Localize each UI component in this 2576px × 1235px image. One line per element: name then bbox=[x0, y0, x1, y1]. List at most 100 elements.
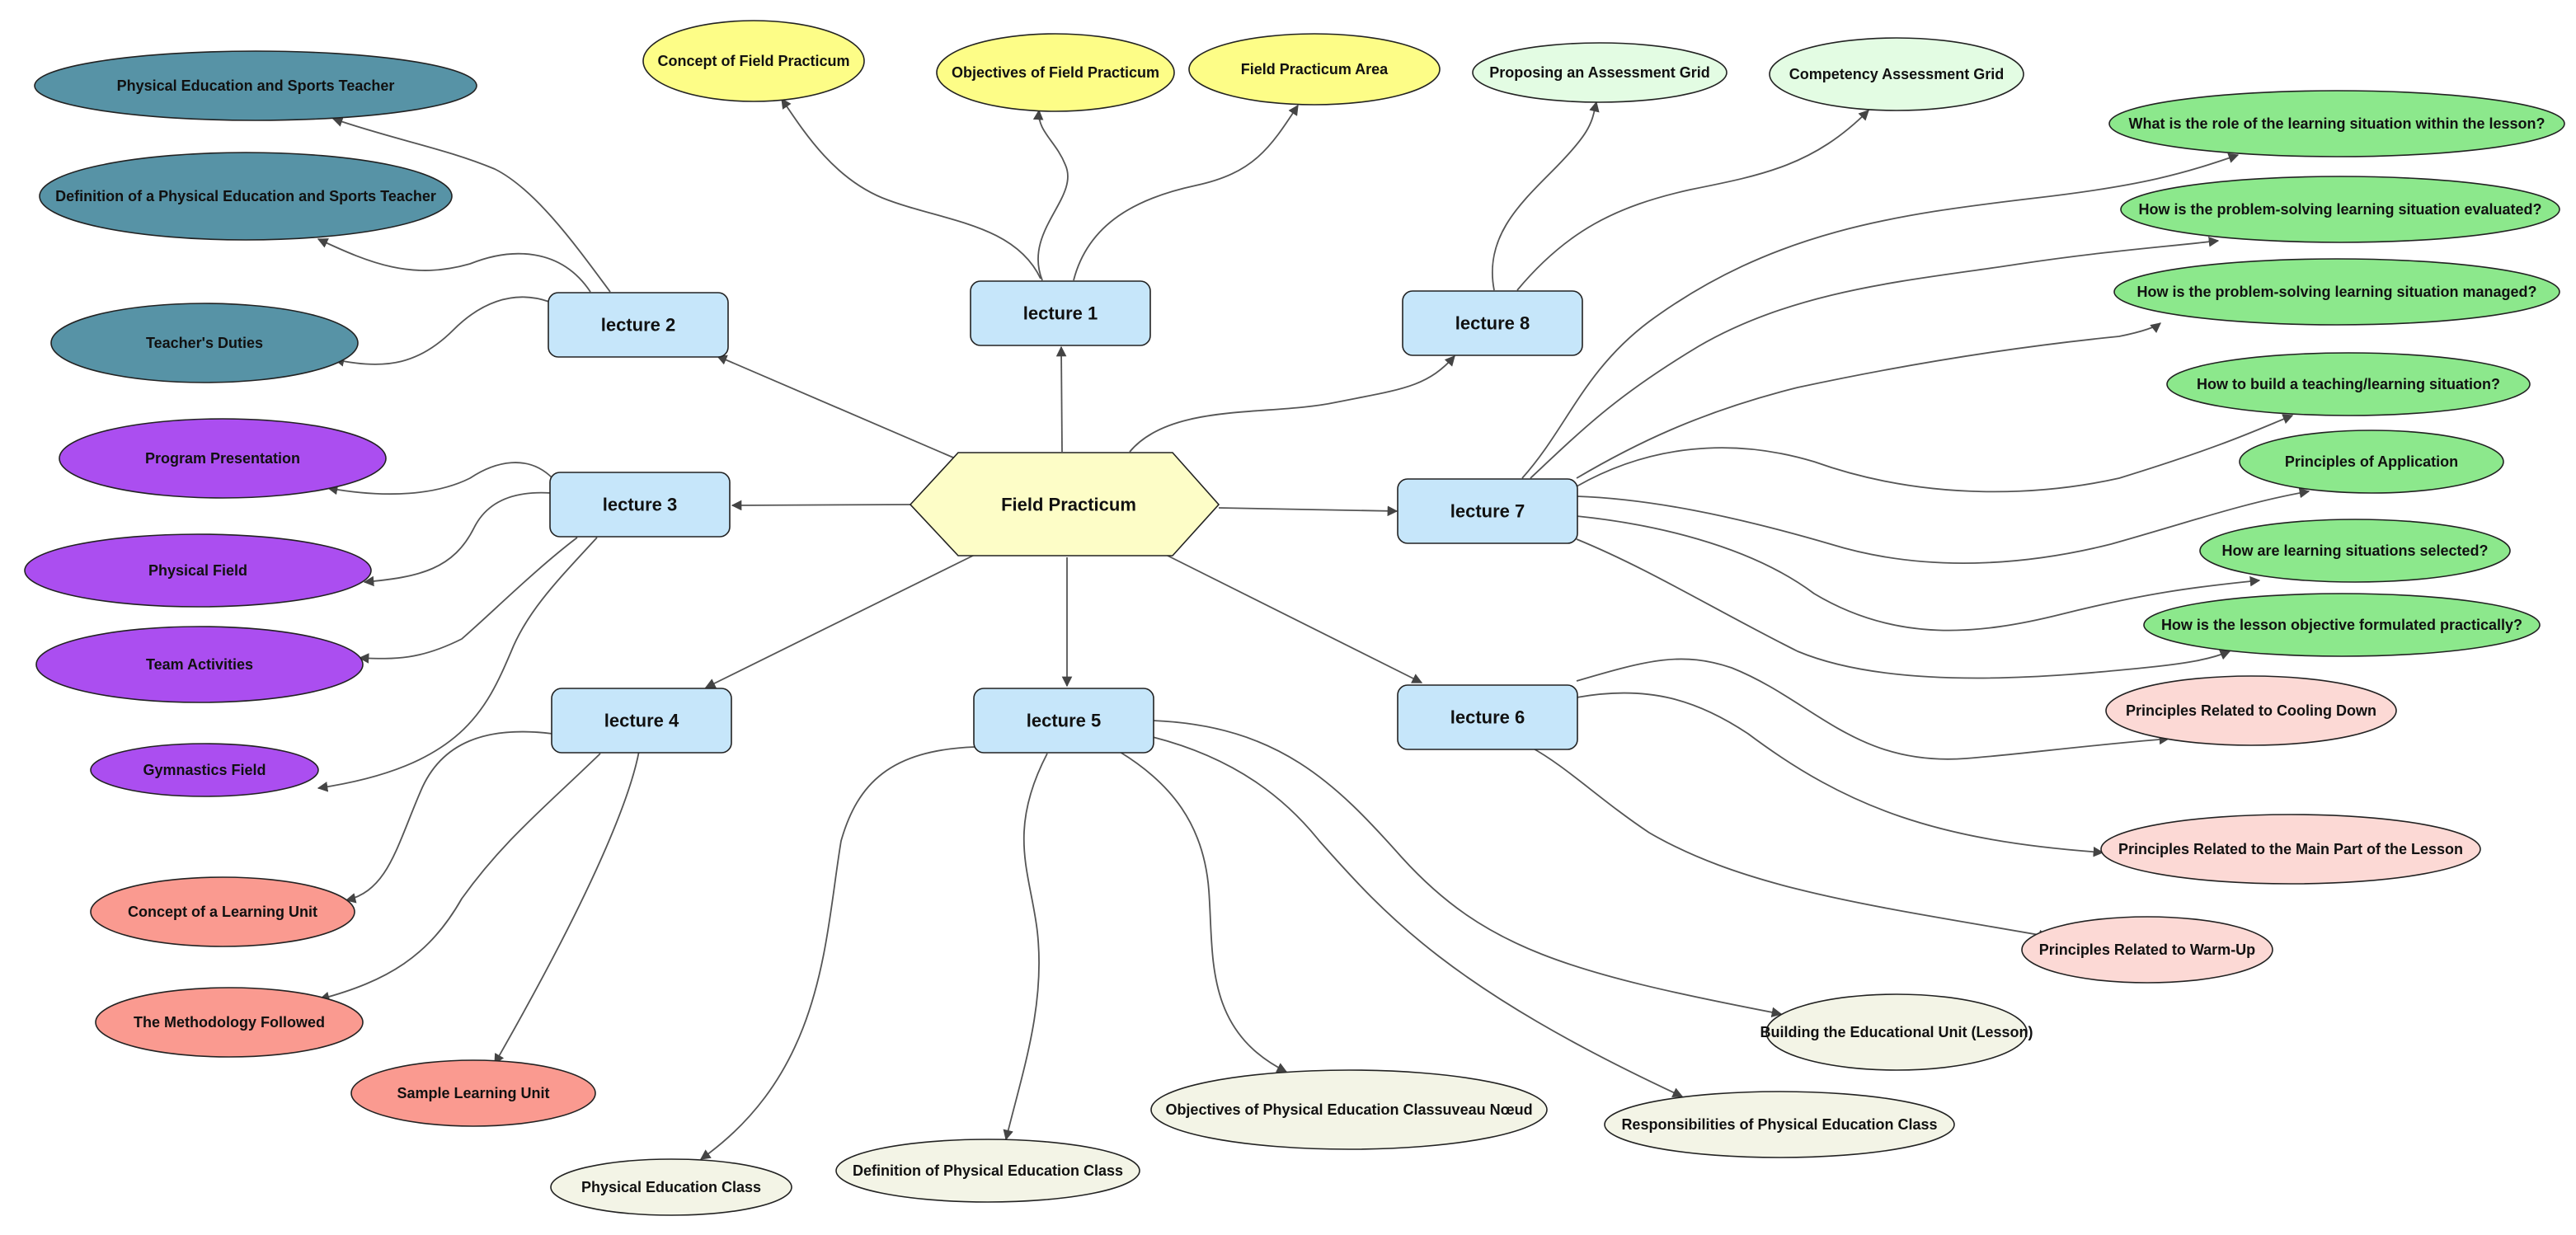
topic-label: Program Presentation bbox=[145, 450, 300, 467]
edge-lecture-7-child-3 bbox=[1576, 322, 2161, 479]
topic-node-definition-of-a-physical-education-and-s: Definition of a Physical Education and S… bbox=[39, 152, 453, 241]
topic-node-proposing-an-assessment-grid: Proposing an Assessment Grid bbox=[1472, 42, 1728, 103]
topic-label: Team Activities bbox=[146, 656, 253, 673]
topic-label: Concept of a Learning Unit bbox=[128, 904, 317, 920]
topic-label: Physical Education and Sports Teacher bbox=[117, 77, 395, 94]
topic-ellipse bbox=[2100, 814, 2481, 885]
topic-node-objectives-of-field-practicum: Objectives of Field Practicum bbox=[936, 33, 1175, 112]
edge-lecture-2-child-3 bbox=[333, 296, 550, 367]
topic-ellipse bbox=[2113, 258, 2560, 326]
topic-label: Proposing an Assessment Grid bbox=[1489, 64, 1709, 81]
topic-node-what-is-the-role-of-the-learning-situati: What is the role of the learning situati… bbox=[2108, 90, 2565, 157]
lecture-node-6: lecture 6 bbox=[1397, 684, 1578, 750]
center-node: Field Practicum bbox=[909, 452, 1220, 556]
edge-lecture-5-child-2 bbox=[1003, 753, 1048, 1141]
edge-lecture-3-child-4 bbox=[317, 537, 598, 792]
edge-lecture-3-child-3 bbox=[358, 537, 578, 664]
topic-node-field-practicum-area: Field Practicum Area bbox=[1188, 33, 1441, 106]
lecture-node-4: lecture 4 bbox=[551, 688, 732, 754]
topic-node-objectives-of-physical-education-classuv: Objectives of Physical Education Classuv… bbox=[1150, 1069, 1548, 1150]
topic-node-competency-assessment-grid: Competency Assessment Grid bbox=[1769, 37, 2024, 111]
topic-node-principles-related-to-warm-up: Principles Related to Warm-Up bbox=[2021, 916, 2273, 984]
lecture-label: lecture 6 bbox=[1450, 707, 1525, 728]
topic-node-physical-education-and-sports-teacher: Physical Education and Sports Teacher bbox=[34, 50, 477, 121]
topic-node-the-methodology-followed: The Methodology Followed bbox=[95, 987, 364, 1058]
edge-lecture-7-child-2 bbox=[1530, 237, 2220, 479]
edge-center-to-lecture-7 bbox=[1218, 505, 1398, 517]
topic-ellipse bbox=[835, 1139, 1140, 1203]
topic-node-how-is-the-problem-solving-learning-situ: How is the problem-solving learning situ… bbox=[2113, 258, 2560, 326]
edge-lecture-5-child-3 bbox=[1119, 751, 1288, 1073]
topic-ellipse bbox=[35, 626, 364, 703]
edge-lecture-2-child-1 bbox=[331, 116, 611, 293]
topic-label: Physical Field bbox=[148, 562, 247, 579]
topic-label: Principles Related to Warm-Up bbox=[2039, 942, 2255, 958]
topic-label: Principles Related to the Main Part of t… bbox=[2118, 841, 2463, 857]
edge-lecture-4-child-3 bbox=[494, 725, 642, 1065]
edge-lecture-3-child-2 bbox=[363, 491, 552, 587]
edge-center-to-lecture-6 bbox=[1157, 550, 1423, 683]
topic-node-physical-education-class: Physical Education Class bbox=[550, 1158, 792, 1216]
edge-lecture-6-child-3 bbox=[1530, 746, 2050, 941]
topic-ellipse bbox=[90, 743, 319, 797]
topic-label: Competency Assessment Grid bbox=[1789, 66, 2004, 82]
edge-lecture-1-child-1 bbox=[781, 97, 1041, 279]
topic-ellipse bbox=[2108, 90, 2565, 157]
topic-ellipse bbox=[2239, 430, 2504, 494]
topic-node-physical-field: Physical Field bbox=[24, 533, 372, 608]
topic-label: How is the lesson objective formulated p… bbox=[2161, 617, 2522, 633]
lecture-box bbox=[551, 688, 732, 754]
lecture-label: lecture 7 bbox=[1450, 501, 1525, 522]
edge-lecture-6-child-1 bbox=[1576, 658, 2170, 760]
lecture-node-5: lecture 5 bbox=[973, 688, 1154, 754]
lecture-label: lecture 1 bbox=[1023, 303, 1098, 324]
topic-label: Definition of a Physical Education and S… bbox=[55, 188, 436, 204]
topic-label: The Methodology Followed bbox=[134, 1014, 325, 1031]
lecture-box bbox=[1397, 478, 1578, 544]
topic-label: Physical Education Class bbox=[581, 1179, 761, 1195]
topic-label: How is the problem-solving learning situ… bbox=[2136, 284, 2536, 300]
lecture-label: lecture 3 bbox=[603, 495, 678, 515]
lecture-node-8: lecture 8 bbox=[1402, 290, 1583, 356]
topic-node-concept-of-a-learning-unit: Concept of a Learning Unit bbox=[90, 876, 355, 947]
topic-ellipse bbox=[2120, 176, 2560, 243]
edge-center-to-lecture-2 bbox=[716, 355, 966, 463]
topic-label: Teacher's Duties bbox=[146, 335, 263, 351]
edge-lecture-6-child-2 bbox=[1576, 692, 2104, 857]
lecture-box bbox=[549, 472, 731, 538]
edge-lecture-5-child-4 bbox=[1152, 736, 1684, 1097]
topic-ellipse bbox=[1150, 1069, 1548, 1150]
topic-ellipse bbox=[39, 152, 453, 241]
lecture-box bbox=[1397, 684, 1578, 750]
lecture-node-2: lecture 2 bbox=[548, 292, 729, 358]
topic-ellipse bbox=[59, 418, 387, 499]
edge-lecture-7-child-1 bbox=[1521, 153, 2240, 479]
lecture-box bbox=[970, 280, 1151, 346]
topic-ellipse bbox=[550, 1158, 792, 1216]
lecture-node-7: lecture 7 bbox=[1397, 478, 1578, 544]
topic-node-program-presentation: Program Presentation bbox=[59, 418, 387, 499]
topic-node-principles-of-application: Principles of Application bbox=[2239, 430, 2504, 494]
edge-lecture-7-child-6 bbox=[1576, 515, 2261, 632]
topic-ellipse bbox=[936, 33, 1175, 112]
topic-label: Building the Educational Unit (Lesson) bbox=[1760, 1024, 2033, 1040]
lecture-node-1: lecture 1 bbox=[970, 280, 1151, 346]
lecture-box bbox=[548, 292, 729, 358]
topic-label: Objectives of Field Practicum bbox=[952, 64, 1159, 81]
topic-node-principles-related-to-cooling-down: Principles Related to Cooling Down bbox=[2105, 675, 2397, 746]
topic-node-how-are-learning-situations-selected: How are learning situations selected? bbox=[2199, 519, 2511, 583]
center-label: Field Practicum bbox=[1001, 495, 1136, 515]
edge-lecture-5-child-5 bbox=[1152, 720, 1783, 1018]
topic-node-gymnastics-field: Gymnastics Field bbox=[90, 743, 319, 797]
edge-center-to-lecture-8 bbox=[1129, 355, 1455, 453]
edge-lecture-2-child-2 bbox=[317, 238, 591, 293]
topic-ellipse bbox=[24, 533, 372, 608]
center-hexagon bbox=[909, 452, 1220, 556]
topic-label: Principles of Application bbox=[2285, 453, 2458, 470]
edge-lecture-1-child-2 bbox=[1032, 109, 1069, 281]
edge-center-to-lecture-1 bbox=[1055, 345, 1067, 453]
topic-node-how-to-build-a-teaching-learning-situati: How to build a teaching/learning situati… bbox=[2166, 352, 2531, 416]
edge-lecture-7-child-5 bbox=[1576, 487, 2310, 564]
